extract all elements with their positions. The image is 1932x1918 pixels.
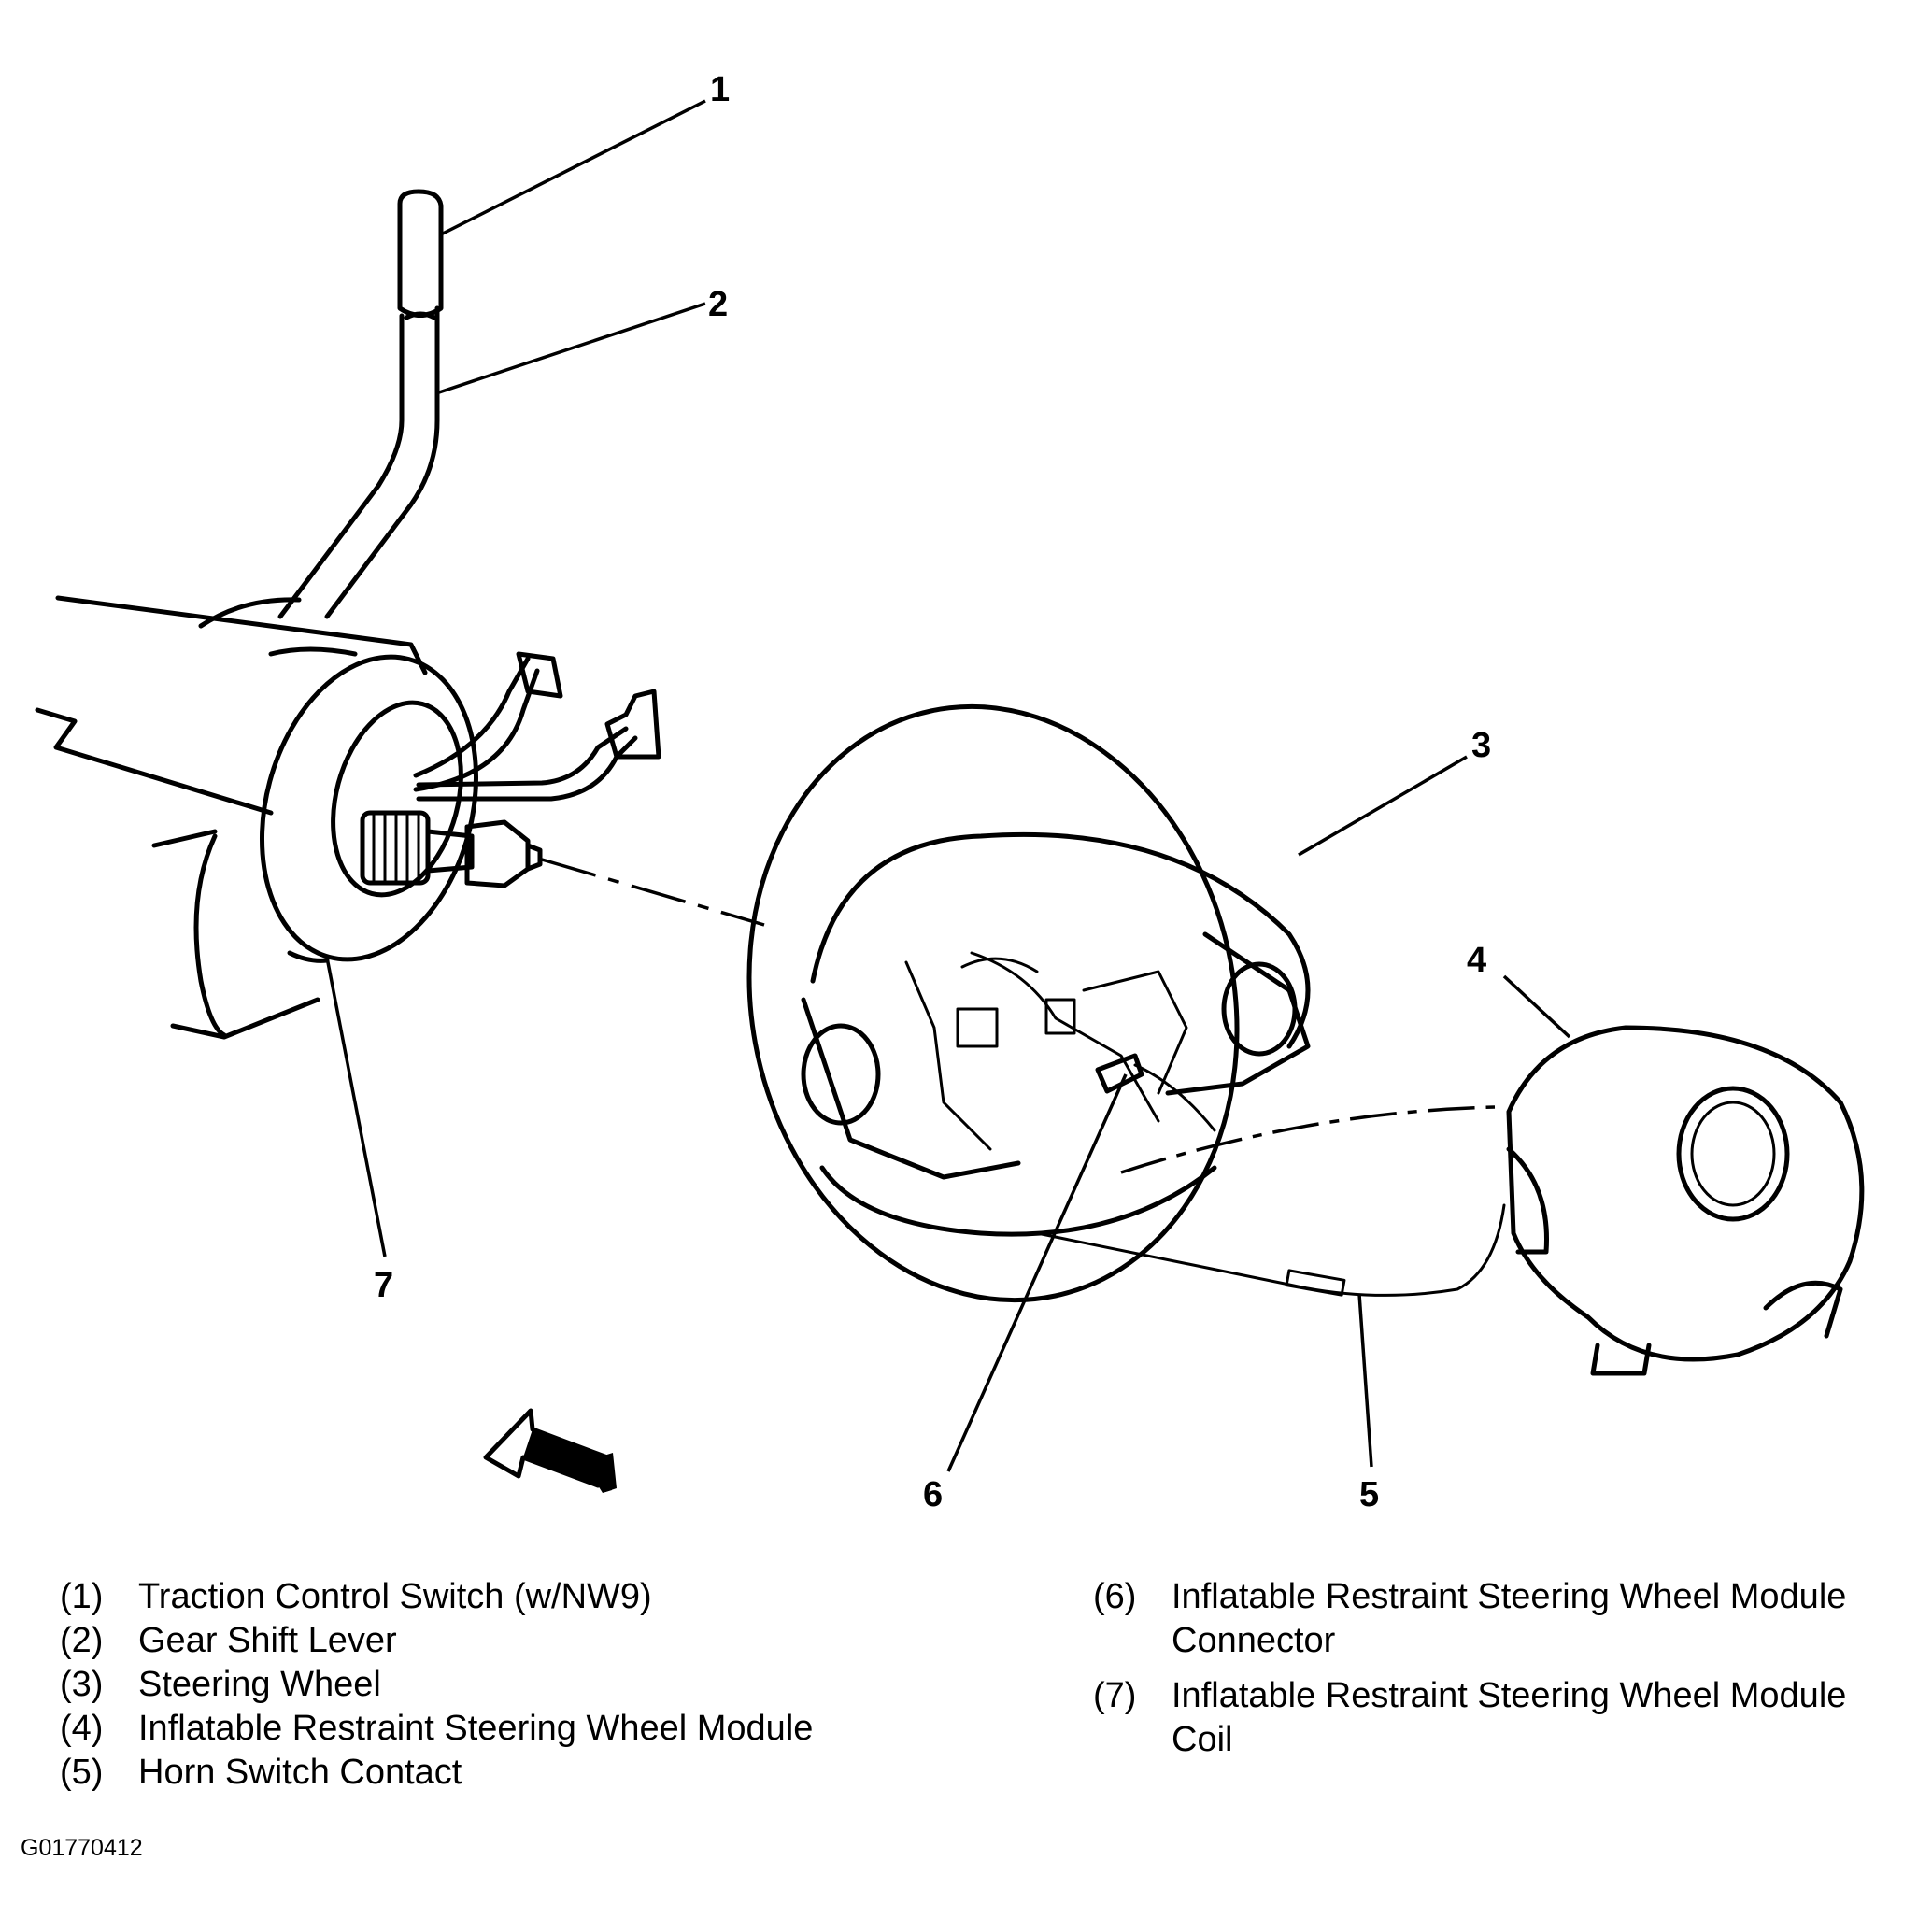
callout-7: 7 (374, 1266, 393, 1305)
steering-wheel (746, 703, 1311, 1303)
legend-item-1: (1) Traction Control Switch (w/NW9) (60, 1575, 1050, 1619)
center-line (541, 858, 765, 927)
legend-number: (6) (1093, 1577, 1137, 1616)
steering-shaft (360, 810, 543, 888)
legend-text: Traction Control Switch (w/NW9) (138, 1577, 652, 1616)
legend-number: (5) (60, 1753, 104, 1792)
callout-1: 1 (710, 70, 730, 109)
callout-leaders (325, 99, 1571, 1472)
figure-id: G01770412 (21, 1835, 143, 1861)
steering-wheel-diagram: 1 2 3 4 5 6 7 (35, 70, 1865, 1513)
legend-left: (1) Traction Control Switch (w/NW9) (2) … (60, 1575, 1050, 1795)
legend-number: (3) (60, 1665, 104, 1704)
legend-right: (6) Inflatable Restraint Steering Wheel … (1093, 1575, 1915, 1773)
legend-text: Horn Switch Contact (138, 1753, 462, 1792)
traction-control-switch (397, 189, 444, 318)
steering-column (35, 595, 428, 1040)
legend-item-7: (7) Inflatable Restraint Steering Wheel … (1093, 1674, 1915, 1762)
legend-text: Gear Shift Lever (138, 1621, 397, 1660)
legend-number: (2) (60, 1621, 104, 1660)
legend-number: (4) (60, 1709, 104, 1748)
callout-2: 2 (708, 285, 728, 324)
legend-item-2: (2) Gear Shift Lever (60, 1619, 1050, 1663)
legend-item-5: (5) Horn Switch Contact (60, 1751, 1050, 1795)
callout-3: 3 (1471, 726, 1491, 765)
legend-number: (1) (60, 1577, 104, 1616)
legend-text: Steering Wheel (138, 1665, 381, 1704)
module-coil (259, 646, 479, 963)
legend-item-6: (6) Inflatable Restraint Steering Wheel … (1093, 1575, 1915, 1663)
legend-item-3: (3) Steering Wheel (60, 1663, 1050, 1707)
legend-item-4: (4) Inflatable Restraint Steering Wheel … (60, 1707, 1050, 1751)
legend-text: Inflatable Restraint Steering Wheel Modu… (1172, 1676, 1847, 1759)
legend-text: Inflatable Restraint Steering Wheel Modu… (1172, 1577, 1847, 1660)
callout-6: 6 (923, 1475, 943, 1513)
callout-5: 5 (1359, 1475, 1379, 1513)
gear-shift-lever (277, 305, 440, 619)
legend-number: (7) (1093, 1676, 1137, 1715)
airbag-module (1506, 1025, 1865, 1376)
view-direction-arrow (483, 1408, 617, 1493)
callout-4: 4 (1467, 941, 1486, 980)
legend-text: Inflatable Restraint Steering Wheel Modu… (138, 1709, 814, 1748)
horn-switch-contact (1035, 1203, 1506, 1297)
coil-connectors (413, 651, 661, 802)
module-connector (1095, 1053, 1496, 1174)
